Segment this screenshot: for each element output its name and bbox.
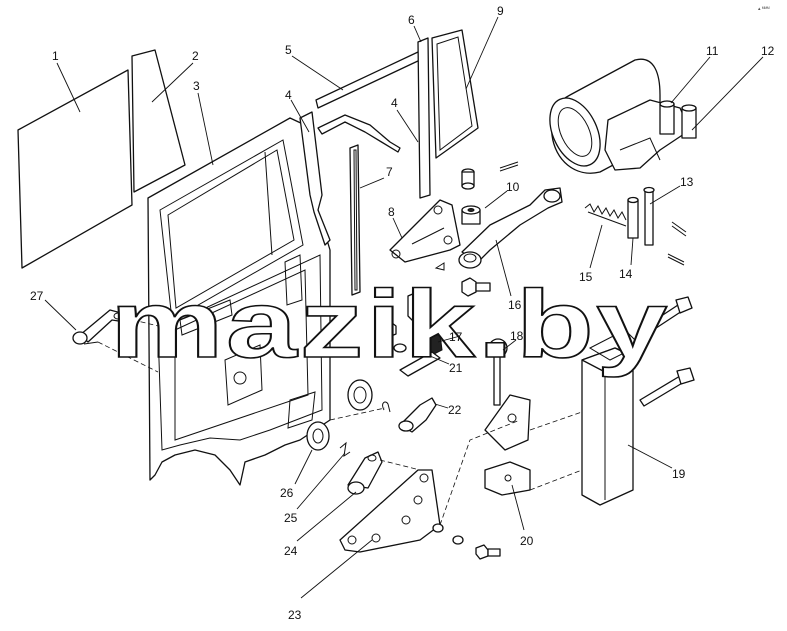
hinge-bracket [389, 199, 461, 263]
door-shell [147, 117, 331, 486]
callout-7: 7 [386, 165, 393, 179]
door-pull-handle [72, 309, 126, 345]
callout-17: 17 [449, 330, 463, 344]
striker-plate [399, 333, 443, 377]
callout-4-left: 4 [285, 88, 292, 102]
split-pins [667, 221, 687, 266]
callout-5: 5 [285, 43, 292, 57]
callout-8: 8 [388, 205, 395, 219]
pillar-bolt-upper [639, 296, 693, 337]
latch-block [407, 289, 429, 323]
hinge-pin-small [461, 168, 475, 190]
callout-25: 25 [284, 511, 298, 525]
watermark: mazik.by [110, 271, 670, 378]
callout-16: 16 [508, 298, 522, 312]
lock-bracket-lower [484, 461, 531, 496]
lever-handle [398, 397, 437, 433]
vent-glass-pane [131, 49, 186, 193]
callout-23: 23 [288, 608, 302, 622]
callout-24: 24 [284, 544, 298, 558]
callout-12: 12 [761, 44, 775, 58]
retaining-clip [382, 401, 391, 413]
callout-1: 1 [52, 49, 59, 63]
assembly-lines [97, 317, 583, 526]
division-bar [417, 37, 431, 199]
hinge-bushing [461, 205, 481, 225]
rubber-grommet [347, 379, 373, 411]
glass-run-channel [299, 111, 331, 246]
hinge-knuckle-a [659, 100, 675, 135]
callout-20: 20 [520, 534, 534, 548]
small-clip [434, 262, 445, 271]
callout-9: 9 [497, 4, 504, 18]
leader-lines [44, 16, 764, 599]
cotter-pin [499, 161, 519, 172]
hinge-strap [339, 469, 441, 553]
hinge-bolt [643, 186, 655, 246]
callout-4-right: 4 [391, 96, 398, 110]
callout-21: 21 [449, 361, 463, 375]
window-regulator-crank [347, 451, 383, 495]
door-glass-pane [17, 69, 133, 269]
callout-2: 2 [192, 49, 199, 63]
callout-labels: 1 2 3 4 4 5 6 7 8 9 10 11 12 13 14 15 16… [30, 4, 775, 622]
callout-13: 13 [680, 175, 694, 189]
callout-22: 22 [448, 403, 462, 417]
callout-18: 18 [510, 329, 524, 343]
hinge-pin [627, 196, 639, 239]
callout-26: 26 [280, 486, 294, 500]
hex-bolt [461, 277, 491, 297]
crank-escutcheon [306, 421, 330, 451]
upper-seal-strip [315, 51, 421, 153]
callout-3: 3 [193, 79, 200, 93]
coil-spring [584, 203, 627, 227]
spring-washer [393, 343, 407, 353]
guide-channel [349, 144, 361, 296]
hex-nut [377, 319, 397, 339]
handle-knob [488, 338, 508, 406]
callout-19: 19 [672, 467, 686, 481]
lock-bracket-upper [484, 394, 531, 451]
pillar-bolt-lower [639, 367, 695, 407]
callout-14: 14 [619, 267, 633, 281]
hinge-knuckle-b [681, 104, 697, 139]
callout-6: 6 [408, 13, 415, 27]
callout-15: 15 [579, 270, 593, 284]
callout-10: 10 [506, 180, 520, 194]
door-check-arm [458, 187, 563, 269]
quarter-glass [431, 29, 479, 159]
strap-bolt-set [432, 523, 501, 560]
corner-mark: ▴ ᴹᴹᴹ [758, 6, 770, 12]
callout-11: 11 [706, 44, 719, 58]
spring-clip [339, 441, 351, 458]
callout-27: 27 [30, 289, 44, 303]
door-pillar [581, 329, 641, 506]
